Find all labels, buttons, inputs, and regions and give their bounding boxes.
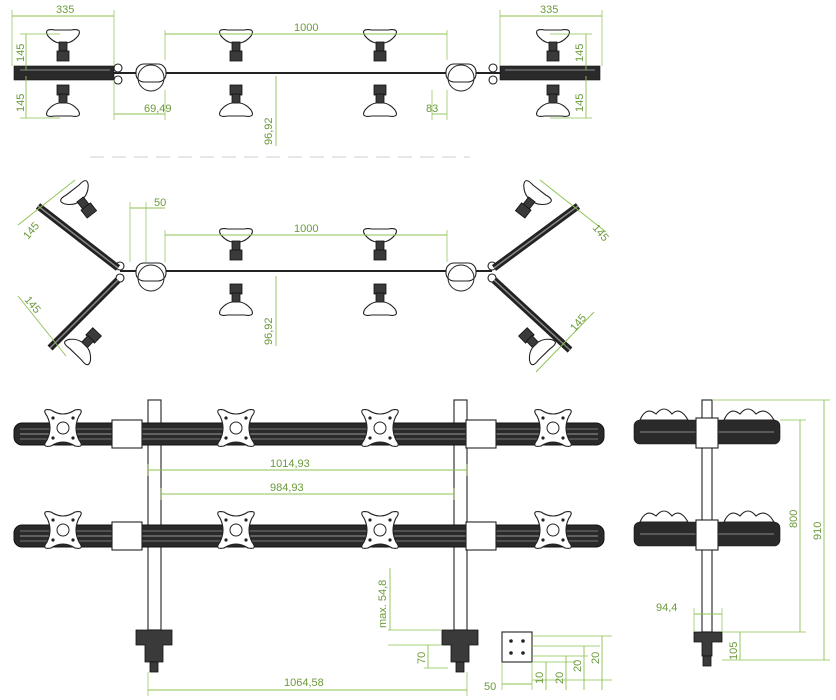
top-left-up-label: 145 xyxy=(15,44,27,62)
angled-depth-label: 96,92 xyxy=(263,317,275,345)
angled-left-lower-label: 145 xyxy=(22,294,43,316)
front-plate-20c-label: 20 xyxy=(590,652,602,664)
top-offset-right-label: 83 xyxy=(426,103,438,115)
top-depth-label: 96,92 xyxy=(263,117,275,145)
front-inner-span-label: 984,93 xyxy=(270,482,304,494)
angled-right-upper-label: 145 xyxy=(590,222,611,244)
top-offset-left-label: 69,49 xyxy=(144,103,172,115)
front-clamp-width-label: 50 xyxy=(484,681,496,693)
top-right-down-label: 145 xyxy=(574,94,586,112)
front-max-label: max. 54,8 xyxy=(377,580,389,628)
angled-view: 1000 50 145 145 145 145 96,92 xyxy=(17,178,611,373)
angled-right-lower-label: 145 xyxy=(568,312,589,334)
side-height-800-label: 800 xyxy=(788,510,800,528)
side-height-910-label: 910 xyxy=(812,522,824,540)
front-plate-10-label: 10 xyxy=(534,672,546,684)
angled-span-label: 1000 xyxy=(294,223,318,235)
side-foot-105-label: 105 xyxy=(728,642,740,660)
side-view: 800 910 94,4 105 xyxy=(633,399,830,667)
top-span-label: 1000 xyxy=(294,22,318,34)
top-right-width-label: 335 xyxy=(540,4,558,16)
top-left-down-label: 145 xyxy=(15,94,27,112)
top-right-up-label: 145 xyxy=(574,44,586,62)
front-clamp-height-label: 70 xyxy=(416,652,428,664)
top-left-width-label: 335 xyxy=(56,4,74,16)
front-view: 1014,93 984,93 max. 54,8 70 1064,58 50 1… xyxy=(13,399,612,696)
front-plate-20a-label: 20 xyxy=(554,672,566,684)
front-plate-20b-label: 20 xyxy=(572,660,584,672)
front-base-span-label: 1064,58 xyxy=(284,677,324,689)
top-view: 335 335 1000 145 145 145 145 69,49 83 96… xyxy=(11,4,603,146)
front-outer-span-label: 1014,93 xyxy=(270,458,310,470)
angled-left-upper-label: 145 xyxy=(21,220,42,242)
angled-offset-label: 50 xyxy=(154,197,166,209)
side-width-94-label: 94,4 xyxy=(656,602,677,614)
